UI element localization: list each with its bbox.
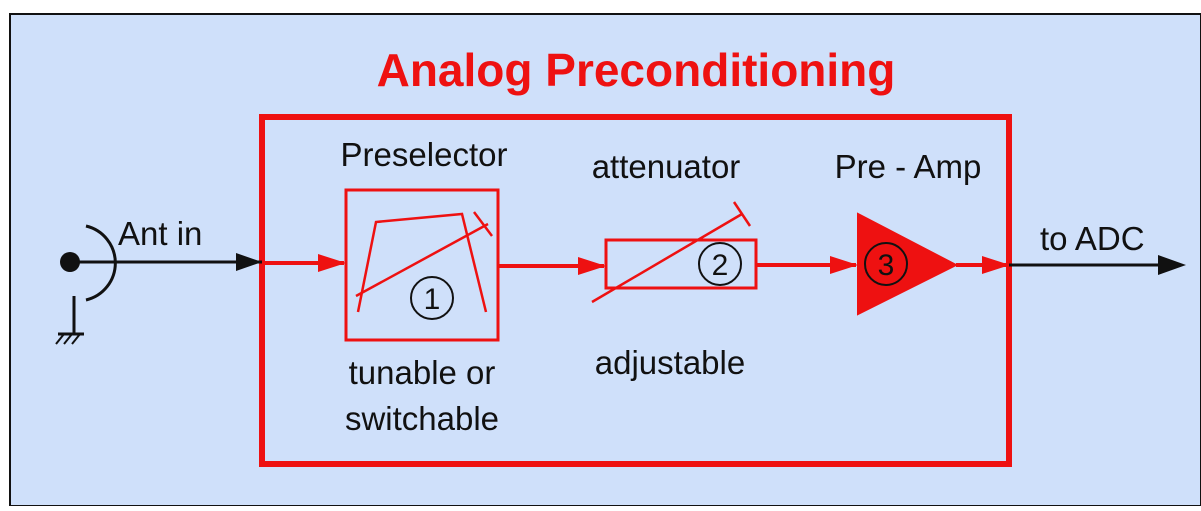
preselector-note-line1: tunable or — [349, 354, 496, 391]
stage-number: 2 — [712, 249, 729, 282]
input-label: Ant in — [118, 215, 202, 252]
stage-number: 3 — [878, 249, 895, 282]
arrow-icon — [1158, 255, 1186, 275]
preselector-note-line2: switchable — [345, 400, 499, 437]
bandpass-filter-icon — [344, 188, 500, 342]
attenuator-note: adjustable — [595, 344, 745, 381]
antenna-connector-icon — [60, 224, 262, 302]
stage-number-badge: 1 — [410, 276, 454, 320]
preselector-label: Preselector — [341, 136, 508, 173]
stage-number: 1 — [424, 283, 441, 316]
ground-icon — [55, 296, 84, 345]
variable-attenuator-icon — [591, 201, 758, 304]
preconditioning-box — [259, 114, 1012, 467]
output-line — [1009, 255, 1186, 275]
stage-number-badge: 2 — [698, 242, 742, 286]
signal-path — [262, 254, 1010, 275]
arrow-icon — [578, 257, 606, 275]
preamp-label: Pre - Amp — [835, 148, 982, 185]
diagram-title: Analog Preconditioning — [377, 44, 896, 96]
stage-number-badge: 3 — [864, 242, 908, 286]
arrow-icon — [318, 254, 346, 272]
output-label: to ADC — [1040, 220, 1145, 257]
arrow-icon — [982, 256, 1010, 274]
arrow-icon — [830, 256, 858, 274]
attenuator-label: attenuator — [592, 148, 741, 185]
